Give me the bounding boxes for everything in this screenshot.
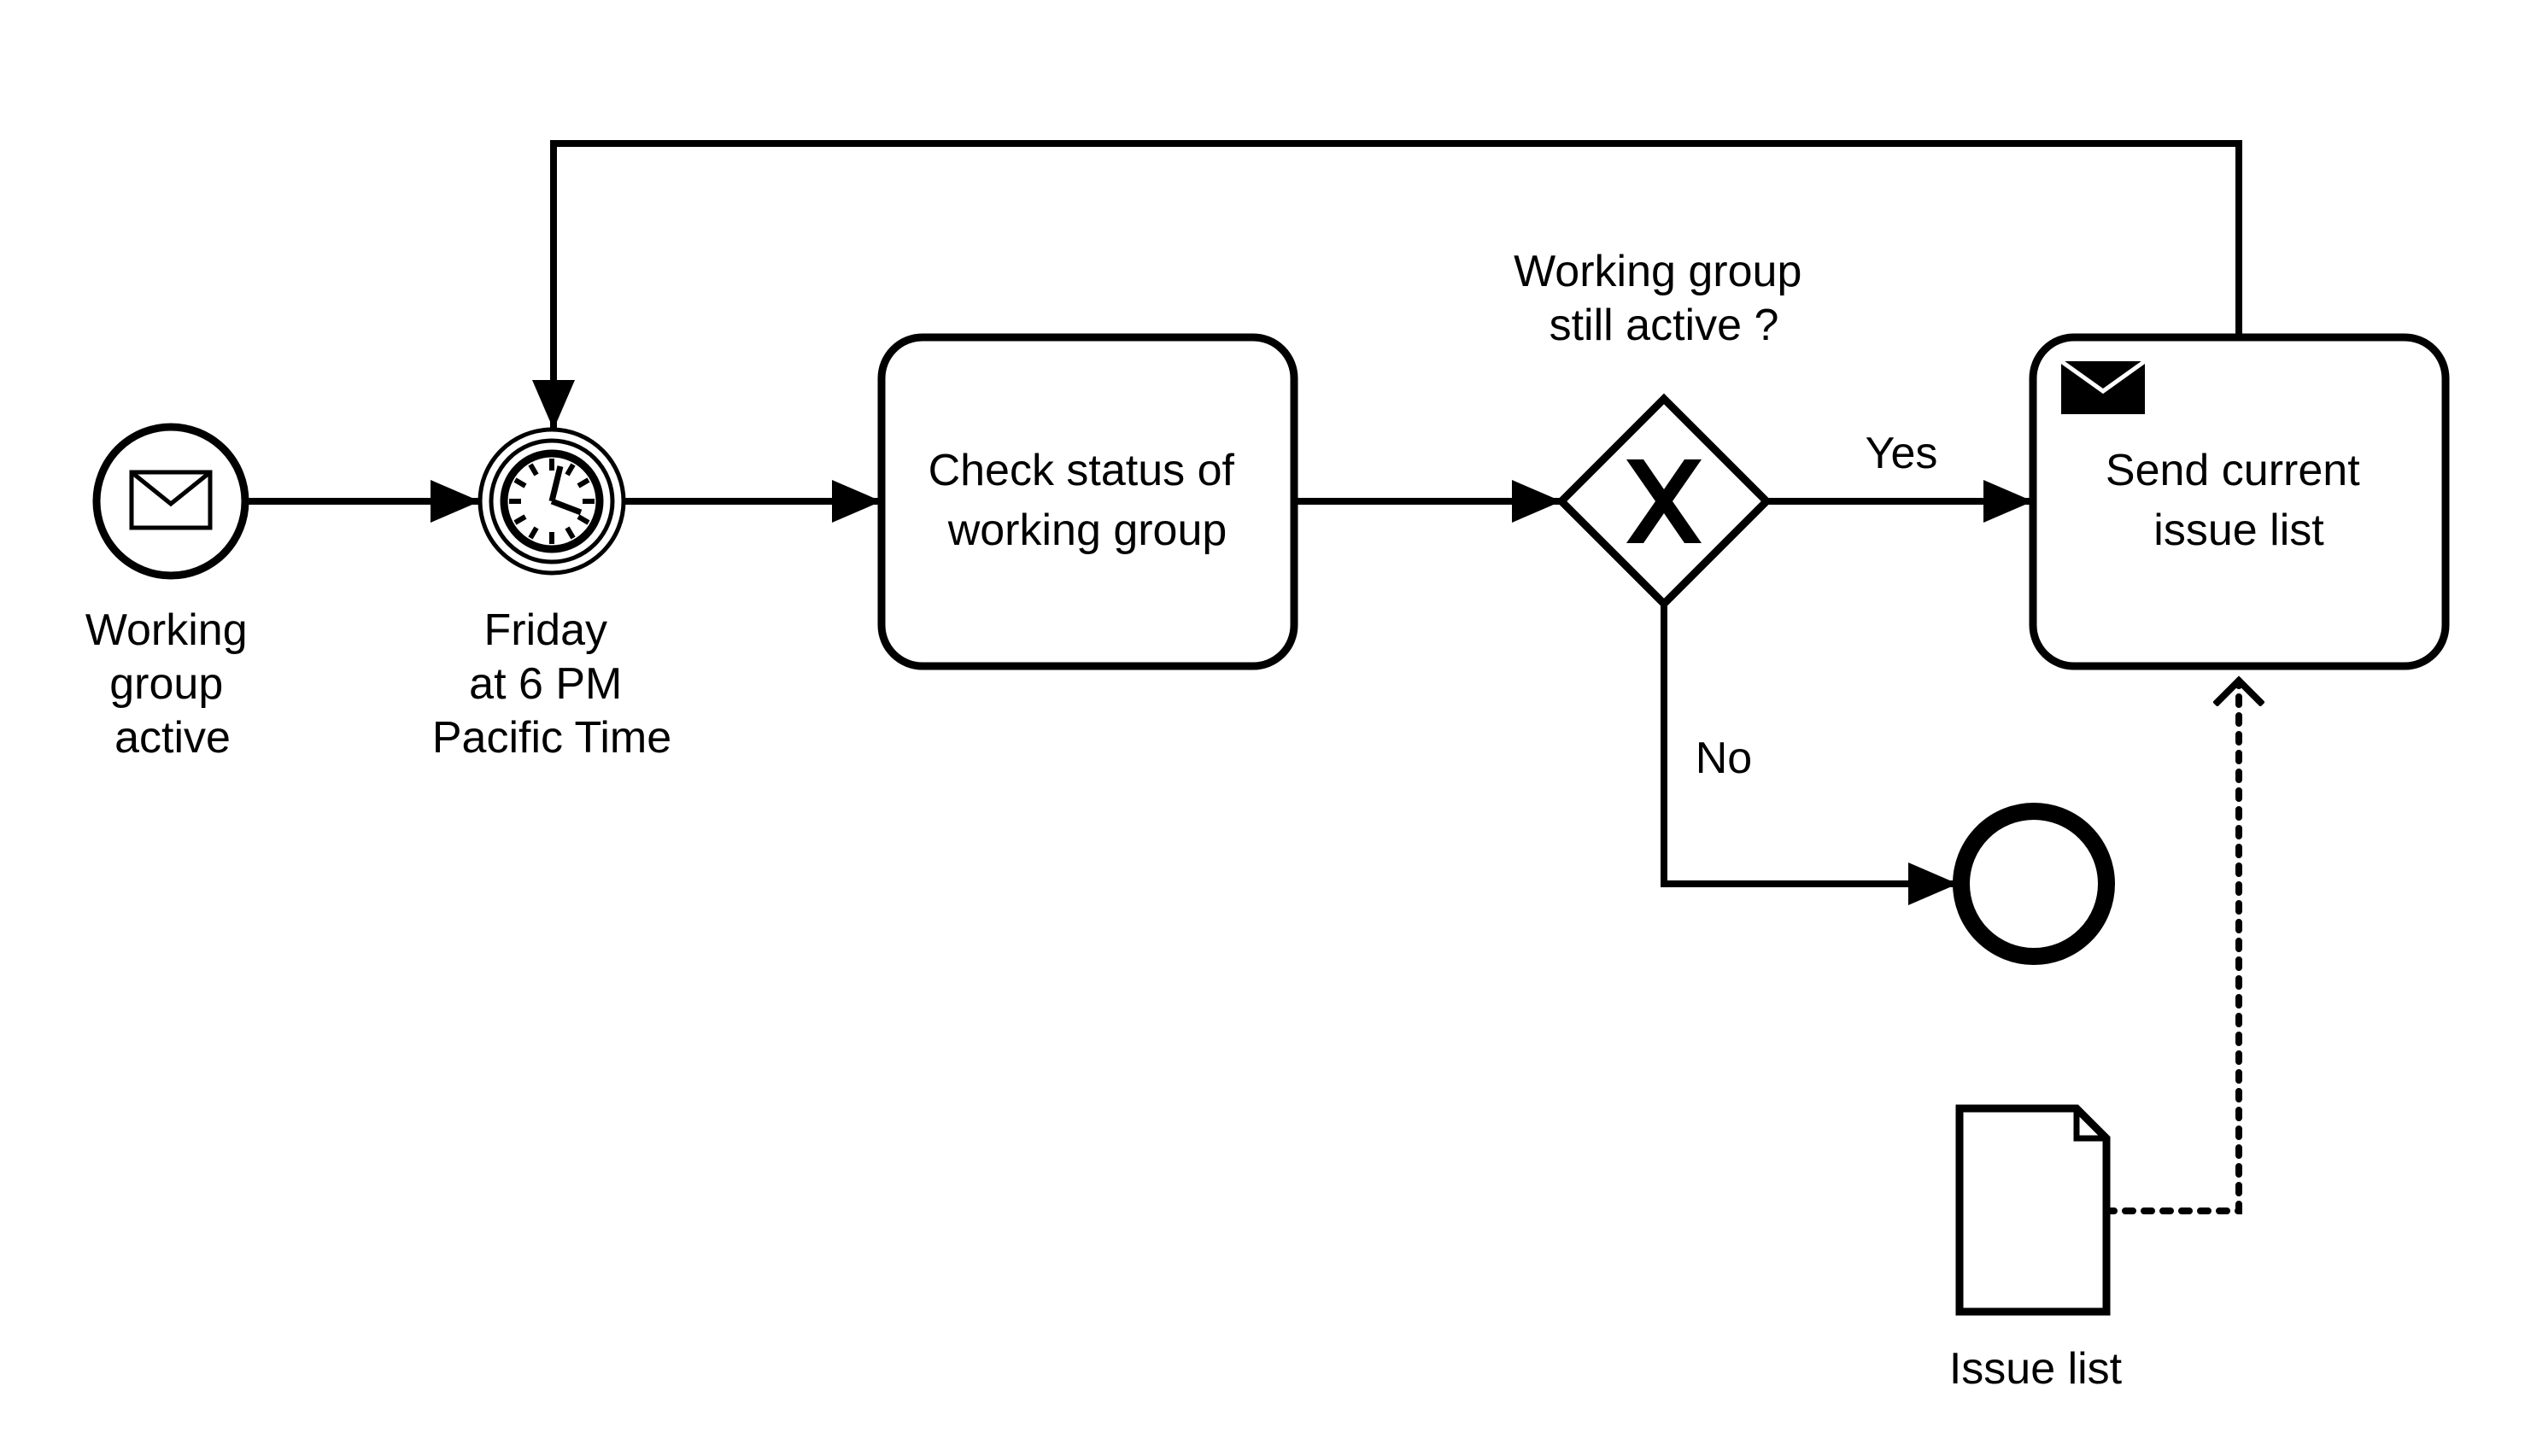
- flow-no[interactable]: [1661, 604, 1958, 905]
- task-send-issue-list[interactable]: Send current issue list: [2029, 333, 2450, 670]
- task-check-status[interactable]: Check status of working group: [877, 333, 1298, 670]
- end-event[interactable]: [1953, 803, 2115, 965]
- flow-yes-label: Yes: [1866, 429, 1938, 478]
- end-circle-icon: [1953, 803, 2115, 965]
- gateway-label: Working group still active ?: [1514, 247, 1814, 350]
- data-object-label: Issue list: [1949, 1344, 2123, 1394]
- clock-icon: [500, 449, 604, 553]
- flow-no-label: No: [1696, 734, 1752, 783]
- start-event[interactable]: [92, 423, 249, 580]
- x-marker-icon: [1626, 459, 1702, 543]
- envelope-icon: [129, 470, 213, 530]
- timer-event[interactable]: [477, 427, 626, 576]
- task-check-status-label: Check status of working group: [929, 446, 1247, 555]
- exclusive-gateway[interactable]: [1555, 393, 1772, 610]
- data-object-issue-list[interactable]: [1955, 1104, 2111, 1316]
- data-association[interactable]: [2103, 681, 2239, 1214]
- flow-loop-back[interactable]: [532, 140, 2242, 430]
- document-icon: [1955, 1104, 2111, 1316]
- filled-envelope-icon: [2059, 359, 2147, 414]
- start-event-label: Working group active: [85, 605, 260, 763]
- task-send-label: Send current issue list: [2106, 446, 2372, 555]
- timer-event-label: Friday at 6 PM Pacific Time: [432, 605, 671, 763]
